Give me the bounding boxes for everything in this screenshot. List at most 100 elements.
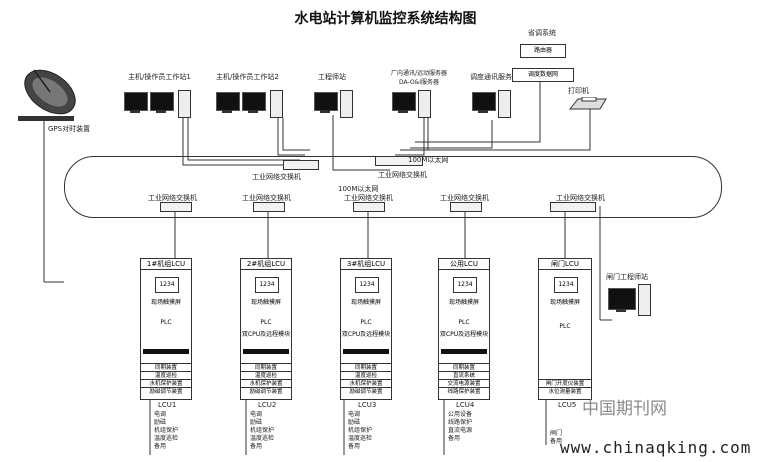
top-switch-2-label: 工业网络交换机 [378, 171, 427, 179]
lcu-item: 温度巡检 [154, 435, 179, 442]
monitor-icon [472, 92, 496, 111]
switch-5 [550, 202, 596, 212]
workstation-label-5: 调度通讯服务器 [470, 73, 519, 81]
device-row: 线路保护装置 [439, 387, 489, 396]
lcu-5-cabinet[interactable]: 闸门LCU 1234 现场触摸屏 PLC 闸门开度仪装置 水位测量装置 [538, 258, 592, 400]
switch-label-3: 工业网络交换机 [344, 194, 393, 202]
device-row: 励磁调节装置 [241, 387, 291, 396]
device-row: 水机保护装置 [141, 379, 191, 388]
lcu-item: 备用 [154, 443, 167, 450]
lcu-item: 电调 [348, 411, 361, 418]
device-row: 水机保护装置 [241, 379, 291, 388]
workstation-label-3: 工程师站 [318, 73, 346, 81]
lcu-item: 电调 [250, 411, 263, 418]
switch-label-1: 工业网络交换机 [148, 194, 197, 202]
monitor-icon [392, 92, 416, 111]
lcu-item: 备用 [348, 443, 361, 450]
device-row: 温度巡检 [241, 371, 291, 380]
switch-label-5: 工业网络交换机 [556, 194, 605, 202]
lcu-2-items: 电调 励磁 机组保护 温度巡检 备用 [250, 411, 274, 451]
lcu-item: 备用 [250, 443, 263, 450]
lcu-1-footer: LCU1 [158, 401, 177, 409]
external-station-label: 闸门工程师站 [606, 273, 648, 281]
lcu-1-items: 电调 励磁 机组保护 温度巡检 备用 [154, 411, 178, 451]
workstation-label-4: 厂内通讯/远动服务器 DA-O&I服务器 [390, 70, 448, 86]
device-row: 水位测量装置 [539, 387, 591, 396]
device-row: 闸门开度仪装置 [539, 379, 591, 388]
switch-2 [253, 202, 285, 212]
device-row: 温度巡检 [141, 371, 191, 380]
monitor-icon [216, 92, 240, 111]
lcu-item: 温度巡检 [250, 435, 275, 442]
device-row: 直流系统 [439, 371, 489, 380]
touchscreen-caption: 现场触摸屏 [350, 299, 381, 306]
lcu-header: 公用LCU [439, 259, 489, 270]
computer-tower-icon [270, 90, 283, 118]
lcu-item: 机组保护 [154, 427, 179, 434]
device-row: 同期装置 [141, 363, 191, 372]
switch-1 [160, 202, 192, 212]
lcu-item: 励磁 [154, 419, 167, 426]
device-row: 励磁调节装置 [141, 387, 191, 396]
monitor-icon [608, 288, 636, 310]
lcu-header: 1#机组LCU [141, 259, 191, 270]
satellite-dish-icon [18, 69, 76, 121]
lcu-header: 3#机组LCU [341, 259, 391, 270]
satellite-dish [14, 62, 78, 128]
computer-tower-icon [178, 90, 191, 118]
computer-tower-icon [340, 90, 353, 118]
printer-icon[interactable] [568, 96, 608, 110]
plc-caption: PLC [160, 319, 172, 326]
lcu-3-footer: LCU3 [358, 401, 377, 409]
dispatch-network-box: 调度数据网 [512, 68, 574, 82]
cpu-caption: 双CPU及远程模块 [341, 331, 391, 338]
computer-tower-icon [638, 284, 651, 316]
cpu-caption: 双CPU及远程模块 [241, 331, 291, 338]
remote-system-label: 省调系统 [528, 29, 556, 37]
computer-tower-icon [418, 90, 431, 118]
lcu-2-cabinet[interactable]: 2#机组LCU 1234 现场触摸屏 PLC 双CPU及远程模块 同期装置 温度… [240, 258, 292, 400]
touchscreen: 1234 [155, 277, 179, 293]
router-box: 路由器 [520, 44, 566, 58]
lcu-item: 线路保护 [448, 419, 473, 426]
monitor-icon [242, 92, 266, 111]
touchscreen-caption: 现场触摸屏 [448, 299, 479, 306]
ethernet-label-top: 100M以太网 [408, 156, 449, 164]
plc-caption: PLC [559, 323, 571, 330]
lcu-5-footer: LCU5 [558, 401, 577, 409]
monitor-icon [150, 92, 174, 111]
lcu-4-cabinet[interactable]: 公用LCU 1234 现场触摸屏 PLC 双CPU及远程模块 同期装置 直流系统… [438, 258, 490, 400]
ethernet-label-ring: 100M以太网 [338, 185, 379, 193]
lcu-5-items: 闸门 备用 [550, 430, 562, 446]
printer-label: 打印机 [568, 87, 589, 95]
lcu-item: 备用 [550, 438, 563, 445]
watermark-journal: 中国期刊网 [582, 399, 667, 419]
device-row: 交流电源装置 [439, 379, 489, 388]
plc-caption: PLC [260, 319, 272, 326]
touchscreen: 1234 [453, 277, 477, 293]
top-switch-1-label: 工业网络交换机 [252, 173, 301, 181]
touchscreen: 1234 [355, 277, 379, 293]
lcu-3-cabinet[interactable]: 3#机组LCU 1234 现场触摸屏 PLC 双CPU及远程模块 同期装置 温度… [340, 258, 392, 400]
lcu-4-items: 公用设备 线路保护 直流电源 备用 [448, 411, 472, 443]
monitor-icon [314, 92, 338, 111]
switch-label-4: 工业网络交换机 [440, 194, 489, 202]
computer-tower-icon [498, 90, 511, 118]
lcu-item: 电调 [154, 411, 167, 418]
lcu-2-footer: LCU2 [258, 401, 277, 409]
ethernet-ring [64, 156, 722, 218]
device-row: 励磁调节装置 [341, 387, 391, 396]
lcu-item: 机组保护 [250, 427, 275, 434]
workstation-label-1: 主机/操作员工作站1 [128, 73, 191, 81]
switch-4 [450, 202, 482, 212]
lcu-3-items: 电调 励磁 机组保护 温度巡检 备用 [348, 411, 372, 451]
touchscreen-caption: 现场触摸屏 [549, 299, 580, 306]
lcu-item: 备用 [448, 435, 461, 442]
touchscreen: 1234 [554, 277, 578, 293]
lcu-item: 温度巡检 [348, 435, 373, 442]
lcu-item: 励磁 [348, 419, 361, 426]
top-switch-1 [283, 160, 319, 170]
lcu-4-footer: LCU4 [456, 401, 475, 409]
gps-label: GPS对时装置 [48, 125, 91, 133]
lcu-1-cabinet[interactable]: 1#机组LCU 1234 现场触摸屏 PLC 同期装置 温度巡检 水机保护装置 … [140, 258, 192, 400]
